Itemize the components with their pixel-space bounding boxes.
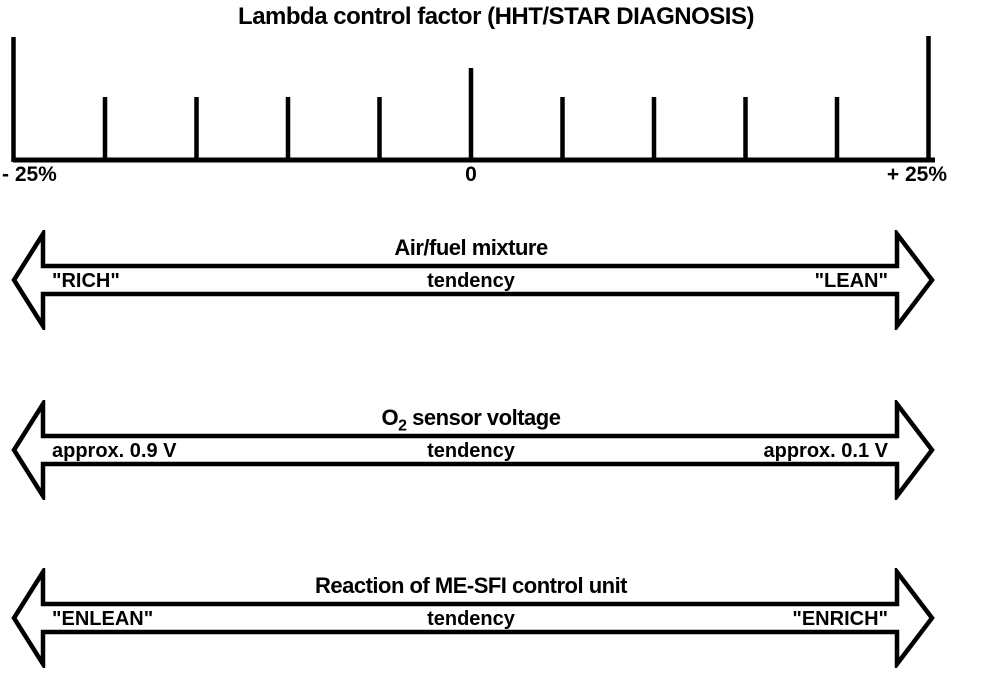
double-arrow-icon [11,230,935,330]
arrow-left-label: "ENLEAN" [52,608,154,630]
arrow-right-label: "ENRICH" [792,608,888,630]
double-arrow-shape [11,230,935,330]
arrow-center-label: tendency [427,270,515,292]
arrow-center-label-row: tendency [0,271,942,291]
arrow-title: Reaction of ME-SFI control unit [314,573,628,598]
arrow-o2-sensor-voltage: O2 sensor voltage approx. 0.9 V tendency… [0,400,992,500]
arrow-center-label: tendency [427,440,515,462]
double-arrow-icon [11,400,935,500]
arrow-left-label: approx. 0.9 V [52,440,177,462]
scale-min-label: - 25% [2,163,57,186]
arrow-center-label-row: tendency [0,609,942,629]
arrow-center-label: tendency [427,608,515,630]
arrow-air-fuel-mixture: Air/fuel mixture "RICH" tendency "LEAN" [0,230,992,330]
arrow-right-label: "LEAN" [814,270,888,292]
arrow-center-label-row: tendency [0,441,942,461]
scale-zero-label: 0 [465,163,477,186]
arrow-me-sfi-reaction: Reaction of ME-SFI control unit "ENLEAN"… [0,568,992,668]
arrow-left-label: "RICH" [52,270,120,292]
scale-zero-label-row: 0 [0,163,942,187]
lambda-scale-ruler [11,36,935,163]
arrow-right-label: approx. 0.1 V [763,440,889,462]
scale-max-label: + 25% [886,163,947,186]
arrow-title: O2 sensor voltage [381,405,561,435]
double-arrow-shape [11,400,935,500]
arrow-title: Air/fuel mixture [394,235,548,260]
diagram-title: Lambda control factor (HHT/STAR DIAGNOSI… [238,3,754,30]
double-arrow-shape [11,568,935,668]
double-arrow-icon [11,568,935,668]
